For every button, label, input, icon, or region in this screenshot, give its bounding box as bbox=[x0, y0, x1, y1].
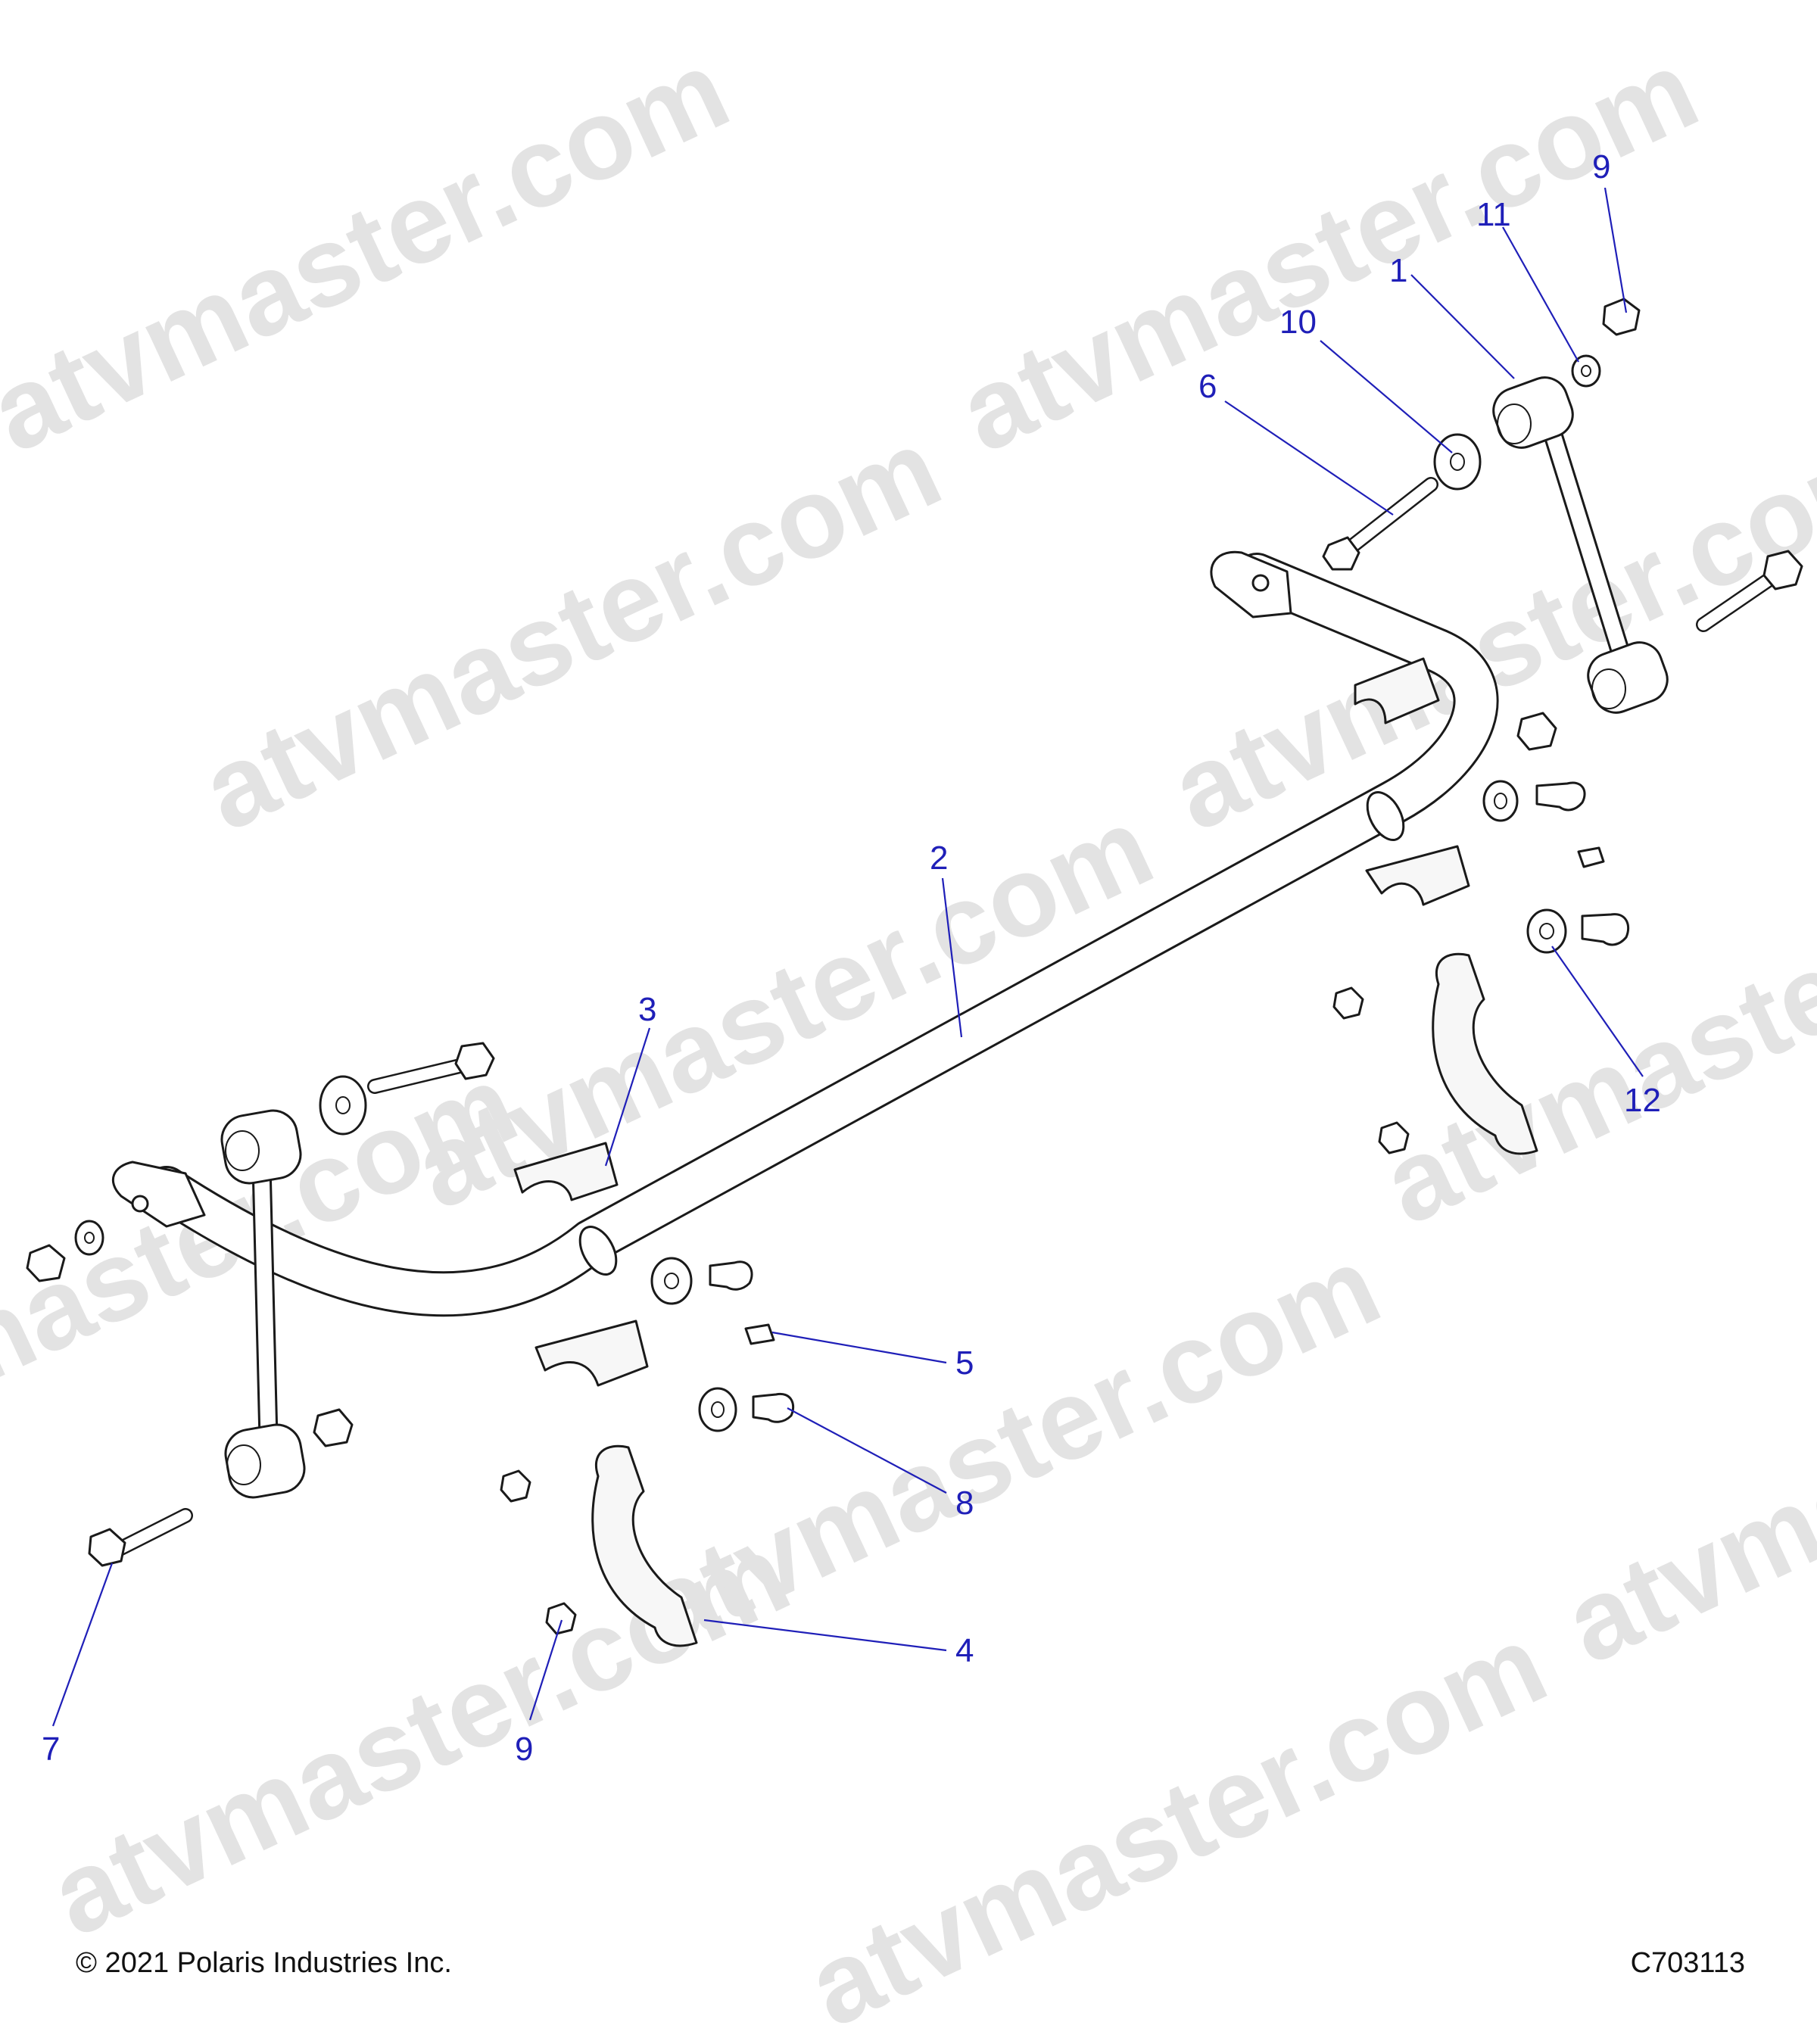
bolt-right-link bbox=[1696, 550, 1803, 632]
callout-11: 11 bbox=[1476, 196, 1511, 233]
bushings bbox=[513, 657, 1470, 1387]
watermark: atvmaster.com bbox=[1547, 1236, 1817, 1687]
callout-4: 4 bbox=[955, 1632, 974, 1669]
callout-3: 3 bbox=[638, 991, 656, 1028]
clamps bbox=[591, 952, 1538, 1647]
diagram-code: C703113 bbox=[1631, 1947, 1745, 1979]
end-link-left bbox=[220, 1109, 306, 1499]
watermark: atvmaster.com bbox=[790, 1600, 1564, 2044]
nuts bbox=[26, 298, 1641, 1635]
end-link-right bbox=[1492, 376, 1669, 714]
callout-10: 10 bbox=[1279, 304, 1317, 341]
callout-5: 5 bbox=[955, 1344, 974, 1382]
watermark: atvmaster.com bbox=[1153, 404, 1817, 855]
callout-7: 7 bbox=[42, 1731, 60, 1768]
watermark: atvmaster.com bbox=[184, 404, 958, 855]
bolt-right-upper bbox=[1322, 477, 1438, 571]
watermark: atvmaster.com bbox=[0, 25, 746, 476]
callout-8: 8 bbox=[955, 1485, 974, 1522]
clamp-bolts bbox=[709, 781, 1630, 1423]
washers bbox=[74, 354, 1601, 1432]
callout-9-left: 9 bbox=[515, 1731, 533, 1768]
watermark: atvmaster.com bbox=[33, 1509, 807, 1960]
leader-lines bbox=[51, 187, 1644, 1727]
stabilizer-bar bbox=[111, 550, 1499, 1317]
callout-1: 1 bbox=[1389, 252, 1407, 289]
copyright-notice: © 2021 Polaris Industries Inc. bbox=[76, 1947, 452, 1979]
bolt-left-lower bbox=[88, 1508, 193, 1567]
callout-9-right: 9 bbox=[1592, 148, 1610, 185]
callout-2: 2 bbox=[930, 840, 948, 877]
watermark: atvmaster.com bbox=[941, 25, 1716, 476]
callout-6: 6 bbox=[1198, 368, 1217, 405]
bolt-left-upper bbox=[367, 1042, 495, 1094]
watermark-layer: atvmaster.com atvmaster.com atvmaster.co… bbox=[0, 25, 1817, 2044]
callout-labels: 1 2 3 4 5 6 7 8 9 9 10 11 12 bbox=[42, 148, 1661, 1768]
callout-12: 12 bbox=[1624, 1082, 1661, 1119]
